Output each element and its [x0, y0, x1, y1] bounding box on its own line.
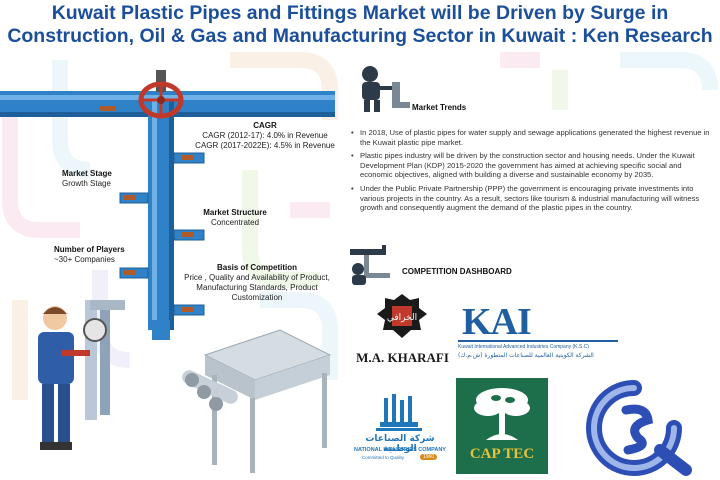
- kai-abbr: KAI: [462, 301, 532, 343]
- market-structure-heading: Market Structure: [203, 208, 267, 217]
- pipe-system-illustration: [0, 70, 335, 473]
- players-heading: Number of Players: [54, 245, 125, 254]
- kharafi-emblem-icon: الخرافي: [377, 294, 427, 338]
- competition-dashboard-heading: COMPETITION DASHBOARD: [402, 267, 512, 276]
- tank-platform-illustration: [182, 329, 332, 473]
- nic-logo: شركة الصناعات الوطنية NATIONAL INDUSTRIE…: [350, 392, 450, 472]
- captec-name: CAP TEC: [469, 446, 535, 462]
- nic-tagline: Committed to Quality: [362, 455, 405, 460]
- trend-bullet: Under the Public Private Partnership (PP…: [350, 184, 712, 213]
- nic-factory-icon: [376, 394, 422, 431]
- competition-basis-value: Price , Quality and Availability of Prod…: [184, 273, 330, 302]
- players-value: ~30+ Companies: [54, 255, 115, 264]
- plumber-icon: [362, 66, 410, 112]
- market-stage-value: Growth Stage: [62, 179, 111, 188]
- cagr-heading: CAGR: [253, 121, 277, 130]
- competition-basis-block: Basis of Competition Price , Quality and…: [172, 263, 342, 303]
- title-line-2: Construction, Oil & Gas and Manufacturin…: [7, 25, 713, 47]
- market-stage-heading: Market Stage: [62, 169, 112, 178]
- players-block: Number of Players ~30+ Companies: [54, 245, 154, 265]
- market-trends-list: In 2018, Use of plastic pipes for water …: [350, 128, 712, 217]
- kai-logo: KAI Kuwait International Advanced Indust…: [458, 298, 618, 370]
- market-stage-block: Market Stage Growth Stage: [62, 169, 152, 189]
- valve-wheel-icon: [138, 70, 184, 119]
- competition-basis-heading: Basis of Competition: [216, 263, 297, 272]
- kharafi-name: M.A. KHARAFI: [356, 350, 449, 365]
- nic-year-badge: 1960: [420, 454, 438, 460]
- cagr-line-2: CAGR (2017-2022E): 4.5% in Revenue: [195, 141, 335, 150]
- kharafi-logo: الخرافي M.A. KHARAFI: [355, 290, 450, 370]
- nic-arabic: شركة الصناعات الوطنية: [365, 434, 435, 454]
- cagr-block: CAGR CAGR (2012-17): 4.0% in Revenue CAG…: [190, 121, 340, 151]
- market-structure-block: Market Structure Concentrated: [195, 208, 275, 228]
- title-line-1: Kuwait Plastic Pipes and Fittings Market…: [51, 2, 669, 24]
- captec-tree-icon: [456, 378, 548, 474]
- captec-logo: CAP TEC: [456, 378, 548, 474]
- worker-illustration: [38, 300, 125, 450]
- nic-name: NATIONAL INDUSTRIES COMPANY: [354, 447, 446, 453]
- trend-bullet: In 2018, Use of plastic pipes for water …: [350, 128, 712, 147]
- cagr-line-1: CAGR (2012-17): 4.0% in Revenue: [202, 131, 328, 140]
- kai-divider: [458, 340, 618, 342]
- kharafi-arabic: الخرافي: [387, 313, 417, 323]
- page-title: Kuwait Plastic Pipes and Fittings Market…: [0, 2, 720, 48]
- kai-line-1: Kuwait International Advanced Industries…: [458, 344, 589, 350]
- market-structure-value: Concentrated: [210, 218, 260, 227]
- market-trends-heading: Market Trends: [412, 103, 467, 112]
- trend-bullet: Plastic pipes industry will be driven by…: [350, 151, 712, 180]
- blue-c-logo: [586, 380, 692, 476]
- kai-line-2: الشركة الكويتية العالمية للصناعات المتطو…: [458, 352, 594, 359]
- sink-plumber-icon: [350, 245, 390, 285]
